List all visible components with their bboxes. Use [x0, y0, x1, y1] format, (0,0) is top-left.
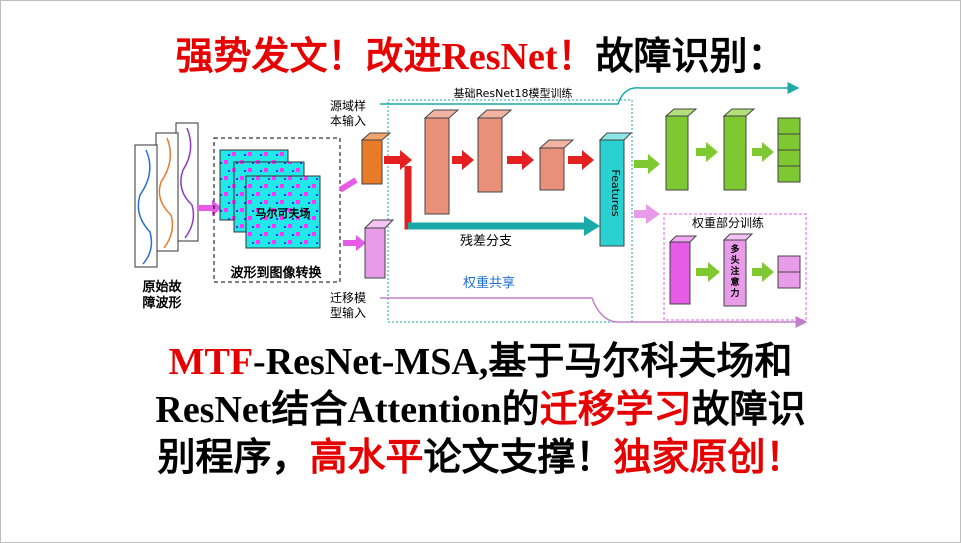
features-label: Features — [609, 169, 622, 217]
raw-waveform-panels — [134, 122, 199, 268]
transfer-learning-text: 迁移学习 — [539, 387, 692, 431]
attention-label: 多头注意力 — [730, 243, 739, 299]
original-text: 独家原创！ — [613, 435, 804, 479]
base-resnet-label: 基础ResNet18模型训练 — [454, 86, 573, 100]
fc-block-1 — [665, 115, 689, 191]
mtf-image-3 — [245, 175, 321, 249]
fc-block-2 — [723, 115, 747, 191]
body-line-1: MTF-ResNet-MSA,基于马尔科夫场和 — [0, 337, 961, 386]
resnet-blocks — [423, 109, 633, 247]
de-text: 的 — [501, 387, 540, 431]
base-training-arrow — [380, 82, 800, 105]
attention-text: Attention — [347, 389, 502, 431]
raw-waveform-label: 原始故障波形 — [142, 279, 182, 311]
forward-arrows — [384, 150, 594, 170]
attention-input-block — [669, 241, 691, 305]
weight-sharing-label: 权重共享 — [463, 275, 515, 291]
source-input-label: 源域样本输入 — [330, 98, 366, 128]
weight-training-box — [663, 213, 807, 321]
title-highlight: 强势发文！改进ResNet！ — [175, 36, 596, 78]
method-name: -ResNet-MSA, — [253, 341, 489, 383]
residual-branch-label: 残差分支 — [460, 234, 512, 249]
program-text: 别程序， — [157, 435, 310, 479]
mtf-dashed-box — [213, 137, 341, 283]
waveform-to-image-label: 波形到图像转换 — [230, 265, 322, 281]
slide-title: 强势发文！改进ResNet！故障识别： — [0, 33, 961, 80]
weight-part-training-label: 权重部分训练 — [692, 215, 764, 230]
base-model-boundary — [387, 99, 633, 323]
output-cells — [777, 117, 801, 183]
line1-rest: 基于马尔科夫场和 — [488, 339, 793, 383]
body-line-2: ResNet结合Attention的迁移学习故障识 — [0, 385, 961, 434]
resnet-text: ResNet — [155, 389, 272, 431]
paper-support-text: 论文支撑！ — [423, 435, 614, 479]
attention-output-cells — [777, 255, 801, 289]
target-input-label: 迁移模型输入 — [330, 291, 366, 320]
markov-label: 马尔可夫场 — [256, 206, 311, 220]
high-level-text: 高水平 — [309, 435, 424, 479]
source-input-block — [361, 139, 383, 185]
body-line-3: 别程序，高水平论文支撑！独家原创！ — [0, 433, 961, 481]
fault-text: 故障识 — [691, 387, 806, 431]
weight-sharing-arrow — [380, 297, 808, 328]
target-input-block — [364, 227, 386, 279]
mtf-text: MTF — [168, 341, 254, 383]
combine-text: 结合 — [271, 387, 348, 431]
title-rest: 故障识别： — [595, 34, 786, 78]
